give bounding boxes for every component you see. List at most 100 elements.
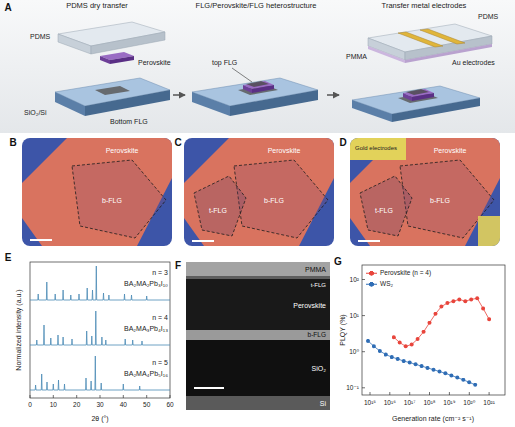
perovskite-area (184, 138, 334, 246)
micrograph (22, 138, 172, 246)
series-label: n = 4 (152, 314, 168, 321)
pdms-side (58, 34, 91, 54)
xrd-trace (30, 266, 170, 300)
region-label: Perovskite (268, 147, 301, 154)
axis-title: PLQY (%) (339, 314, 346, 345)
scale-bar (30, 239, 52, 241)
tick-label: 0 (28, 402, 32, 409)
axis-title: 2θ (°) (91, 415, 108, 422)
legend-item: Perovskite (n = 4) (366, 270, 431, 277)
micrograph (184, 138, 334, 246)
substrate-area (184, 138, 334, 246)
process-arrow (173, 94, 185, 96)
si-band (186, 396, 330, 410)
perovskite-side (243, 85, 252, 93)
legend-swatch (366, 271, 377, 276)
legend-label: Perovskite (n = 4) (380, 270, 431, 277)
substrate-side (392, 98, 480, 122)
tick-label: 10¹ (350, 312, 359, 319)
panel-background (0, 0, 515, 133)
region-label: Gold electrodes (354, 145, 398, 151)
layer-label: b-FLG (308, 332, 326, 339)
flg-flake (95, 86, 130, 95)
stage-panel: Transfer metal electrodes (340, 2, 508, 130)
region-label: Perovskite (106, 147, 139, 154)
flg-outline (72, 160, 166, 238)
formula-label: BA₂MA₃Pb₄I₁₃ (124, 325, 168, 332)
substrate-area (350, 138, 500, 246)
legend-item: WS₂ (366, 281, 393, 288)
perovskite-side (100, 56, 110, 64)
layer-label: Si (320, 400, 326, 407)
flg-outline (234, 160, 328, 238)
stage-title: Transfer metal electrodes (340, 2, 508, 11)
axis-title: Normalized intensity (a.u.) (15, 289, 22, 370)
au-electrode (420, 29, 465, 44)
leader-line (232, 68, 252, 82)
micrograph (350, 138, 500, 246)
pmma-layer (368, 46, 405, 63)
tick-label: 10⁰ (349, 348, 359, 355)
region-label: t-FLG (375, 207, 393, 214)
xrd-trace (30, 311, 170, 345)
plot-frame (362, 265, 505, 395)
part-label: SiO₂/Si (24, 109, 47, 116)
layer-label: SiO₂ (312, 365, 326, 372)
substrate-side (192, 92, 230, 116)
axis-ticks (362, 280, 489, 396)
tick-label: 50 (143, 402, 150, 409)
tick-label: 10²⁰ (463, 400, 475, 407)
perovskite-series (394, 298, 489, 346)
panel-letter: E (5, 253, 12, 263)
plot-frame (30, 262, 170, 398)
perovskite-side (110, 56, 134, 64)
stage-title: PDMS dry transfer (22, 2, 172, 11)
flg-outline (360, 176, 412, 236)
series-label: n = 5 (152, 359, 168, 366)
part-label: PDMS (478, 13, 498, 20)
layer-label: t-FLG (311, 282, 326, 288)
part-label: Au electrodes (452, 59, 495, 66)
ws2-series (368, 341, 475, 385)
tick-label: 20 (73, 402, 80, 409)
part-label: Perovskite (138, 59, 171, 66)
pdms-side (91, 32, 165, 54)
gold-electrode-area (478, 216, 500, 246)
stage-title: FLG/Perovskite/FLG heterostructure (186, 2, 326, 11)
substrate-area (22, 138, 172, 246)
formula-label: BA₂MA₂Pb₃I₁₀ (124, 280, 168, 287)
gold-electrode-area (350, 138, 406, 160)
region-label: Perovskite (434, 147, 467, 154)
perovskite-side (403, 93, 412, 101)
substrate-side (352, 100, 392, 122)
tick-label: 10²¹ (483, 400, 495, 407)
axis-title: Generation rate (cm⁻² s⁻¹) (392, 415, 474, 422)
scale-bar (194, 387, 224, 389)
tick-label: 10¹⁸ (423, 400, 435, 407)
process-arrow (327, 94, 339, 96)
part-label: PDMS (30, 33, 50, 40)
scale-bar (192, 240, 214, 242)
part-label: PMMA (346, 53, 367, 60)
pmma-band (186, 262, 330, 276)
tick-label: 10¹⁷ (404, 400, 416, 407)
panel-letter: A (4, 3, 11, 13)
axis-ticks (30, 395, 170, 398)
tick-label: 10¹⁵ (364, 400, 376, 407)
tick-label: 10² (350, 276, 359, 283)
panel-letter: B (9, 138, 16, 148)
panel-letter: D (339, 138, 346, 148)
region-label: b-FLG (264, 197, 284, 204)
legend-swatch (366, 282, 377, 287)
perovskite-band (186, 279, 330, 330)
tick-label: 40 (120, 402, 127, 409)
panel-letter: G (334, 257, 342, 267)
perovskite-area (22, 138, 172, 246)
region-label: b-FLG (102, 197, 122, 204)
tick-label: 60 (166, 402, 173, 409)
panel-letter: F (175, 261, 181, 271)
part-label: Bottom FLG (110, 118, 148, 125)
layer-label: Perovskite (293, 302, 326, 309)
